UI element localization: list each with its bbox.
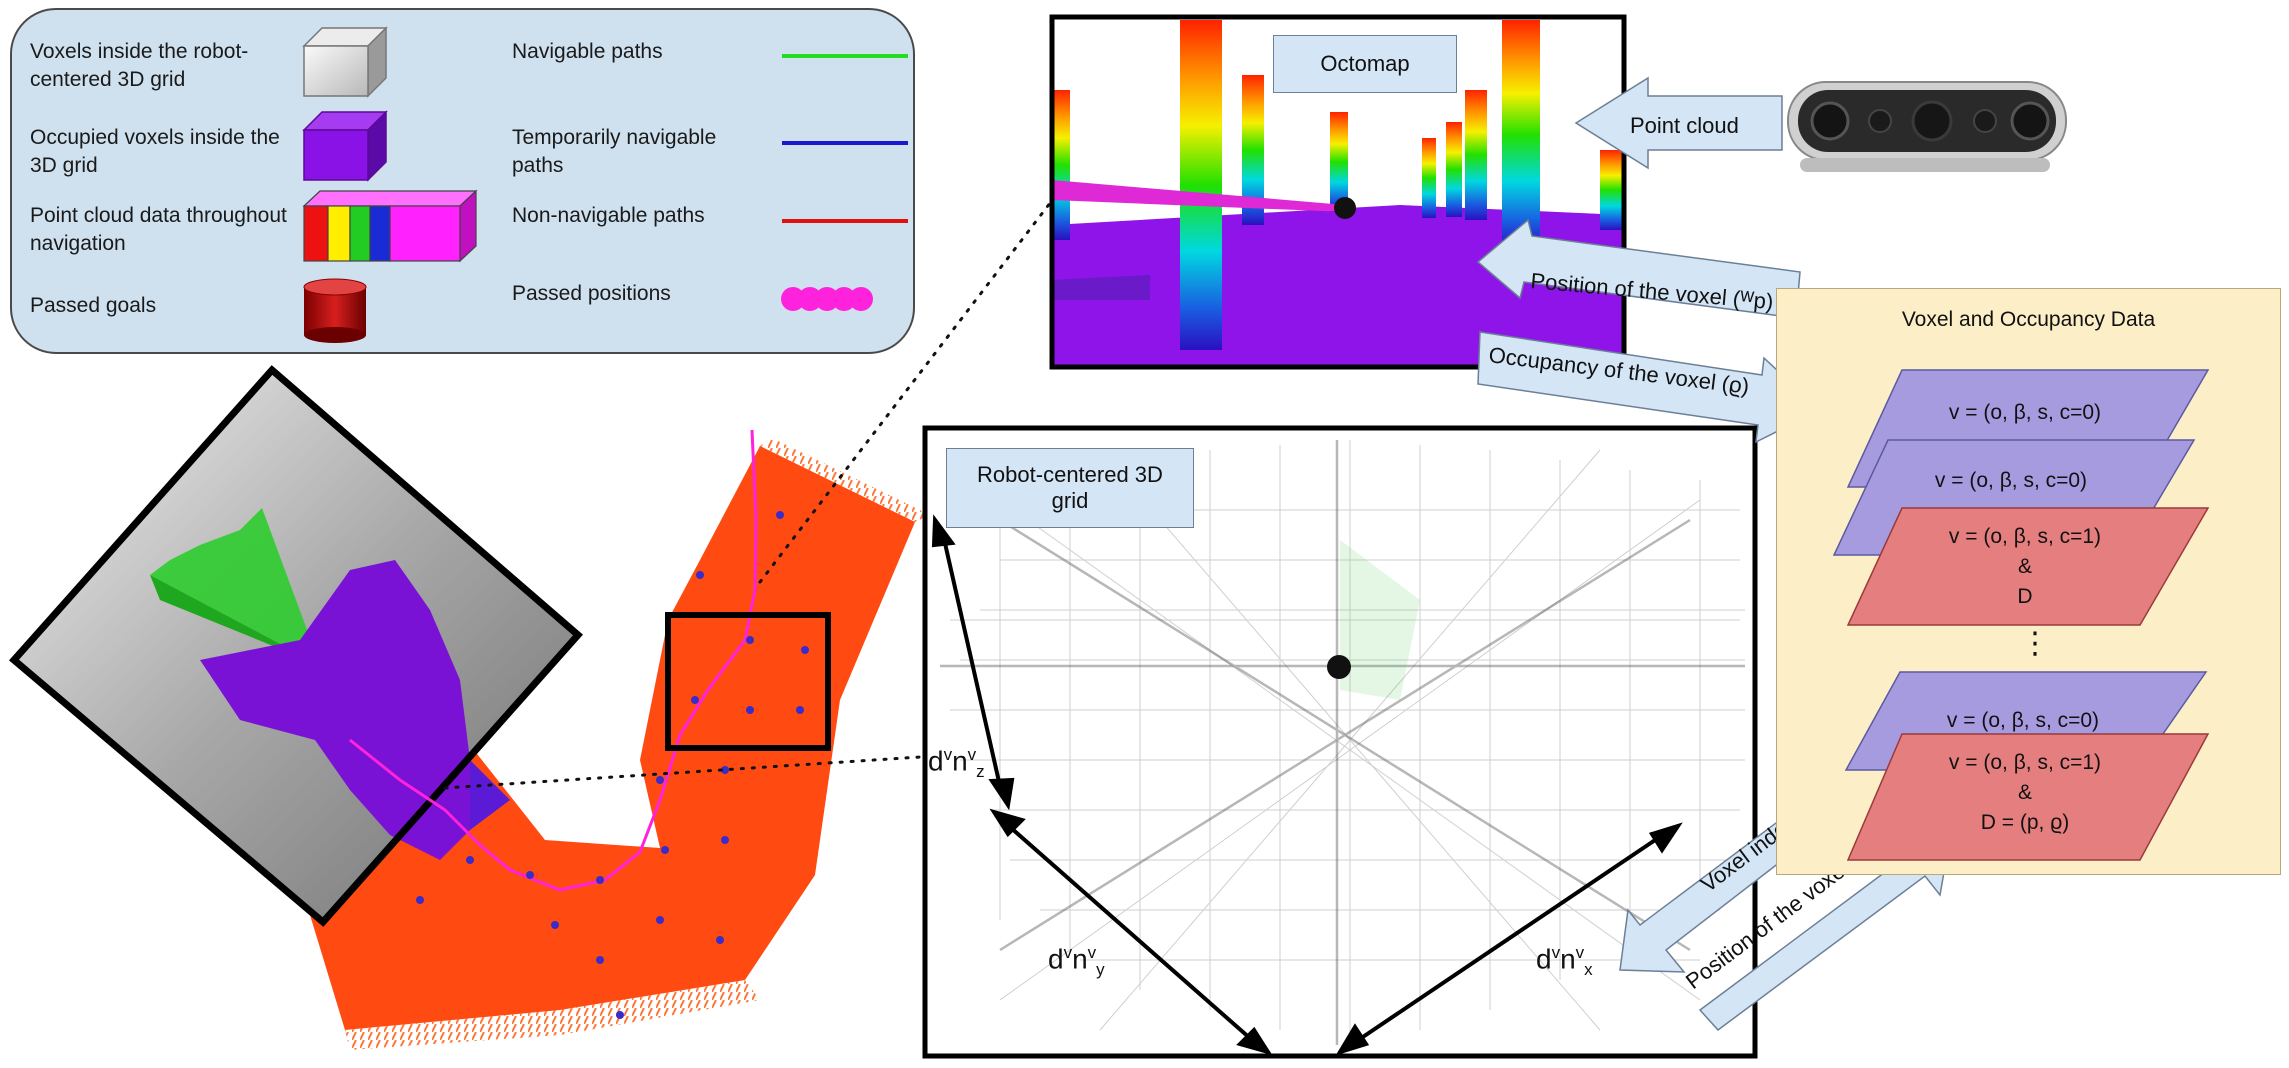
- card-5-text: v = (o, β, s, c=1)&D = (p, ϱ): [1948, 751, 2102, 834]
- passed-path-line: [349, 429, 758, 892]
- robot-view-diamond: [9, 365, 583, 927]
- data-panel-title: Voxel and Occupancy Data: [1901, 308, 2156, 331]
- octomap-label: Octomap: [1273, 35, 1457, 93]
- goal-markers: [416, 511, 809, 1019]
- point-cloud-arrow: [1574, 76, 1783, 170]
- dim-y-label: dvnvy: [1048, 943, 1105, 979]
- depth-camera-image: [1787, 81, 2067, 172]
- legend-non-navigable-label: Non-navigable paths: [512, 204, 705, 227]
- point-cloud-blocks-icon: [302, 189, 478, 263]
- robot-grid-view: [922, 425, 1758, 1059]
- legend-passed-positions-label: Passed positions: [512, 282, 671, 305]
- temp-navigable-line-sample: [782, 141, 908, 145]
- card-2-text: v = (o, β, s, c=0): [1934, 469, 2088, 492]
- voxel-card-5: [1846, 733, 2210, 861]
- card-3-text: v = (o, β, s, c=1)&D: [1948, 525, 2102, 608]
- card-1-text: v = (o, β, s, c=0): [1948, 401, 2102, 424]
- legend-passed-goals-label: Passed goals: [30, 294, 157, 317]
- grey-cube-icon: [302, 26, 388, 98]
- cylinder-icon: [303, 278, 367, 343]
- dim-z-label: dvnvz: [928, 745, 985, 781]
- legend-navigable-label: Navigable paths: [512, 40, 663, 63]
- voxel-card-3: [1846, 507, 2210, 626]
- point-cloud-arrow-label: Point cloud: [1630, 113, 1739, 138]
- leader-to-grid: [443, 755, 922, 790]
- card-4-text: v = (o, β, s, c=0): [1946, 709, 2100, 732]
- legend-point-cloud-label: Point cloud data throughout navigation: [30, 204, 287, 255]
- cards-ellipsis: ⋮: [2020, 627, 2050, 660]
- non-navigable-line-sample: [782, 219, 908, 223]
- zoom-box: [665, 612, 831, 751]
- legend-occupied-label: Occupied voxels inside the 3D grid: [30, 126, 280, 177]
- robot-grid-label: Robot-centered 3D grid: [946, 448, 1194, 528]
- purple-cube-icon: [302, 110, 388, 182]
- dim-x-label: dvnvx: [1536, 943, 1593, 979]
- passed-positions-sample: [781, 287, 873, 311]
- legend-voxels-grid-label: Voxels inside the robot-centered 3D grid: [30, 40, 249, 91]
- legend-temp-navigable-label: Temporarily navigable paths: [512, 126, 717, 177]
- legend-panel: [10, 8, 915, 354]
- navigable-line-sample: [782, 54, 908, 58]
- orange-map: [310, 438, 930, 1050]
